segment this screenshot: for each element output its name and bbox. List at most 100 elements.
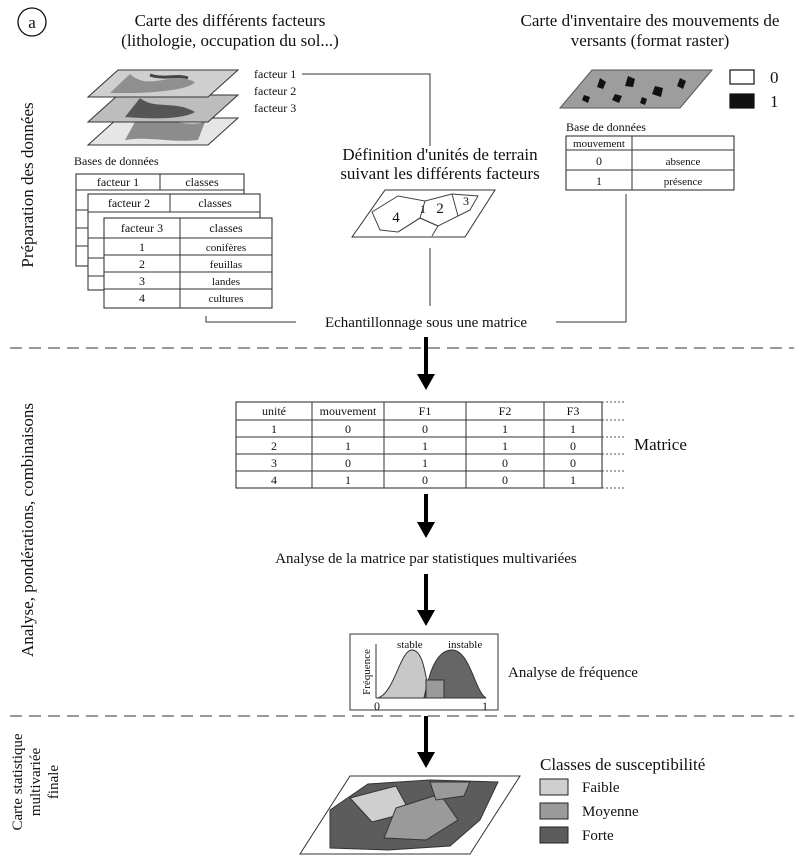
matrix-cell: 0 <box>570 456 576 470</box>
svg-text:0: 0 <box>596 154 602 168</box>
connector-inventory-to-sampling <box>556 194 627 323</box>
flow-arrow-4 <box>417 716 435 768</box>
matrix-header-cell: mouvement <box>320 404 377 418</box>
section-label-prep: Préparation des données <box>18 102 37 267</box>
inventory-table: mouvement 0 absence 1 présence <box>565 135 735 191</box>
frequency-chart: Fréquence stable instable 0 1 <box>349 633 499 713</box>
svg-text:facteur 2: facteur 2 <box>108 196 150 210</box>
inventory-title-2: versants (format raster) <box>571 31 730 50</box>
matrix-cell: 1 <box>345 473 351 487</box>
svg-text:2: 2 <box>436 201 444 217</box>
factor-labels: facteur 1 facteur 2 facteur 3 <box>254 67 296 115</box>
svg-text:classes: classes <box>209 221 243 235</box>
factor-table-3: facteur 3 classes 1 conifères 2 feuillas… <box>103 217 273 309</box>
matrix-cell: 1 <box>570 473 576 487</box>
table-row-id: 2 <box>139 257 145 271</box>
table-row-id: 1 <box>139 240 145 254</box>
factor-label-2: facteur 2 <box>254 84 296 98</box>
factor-label-1: facteur 1 <box>254 67 296 81</box>
table-row-id: 4 <box>139 291 145 305</box>
susceptibility-swatch-forte <box>539 826 569 844</box>
svg-text:mouvement: mouvement <box>573 138 625 150</box>
flow-arrow-3 <box>417 574 435 626</box>
frequency-ylabel: Fréquence <box>361 649 373 695</box>
matrix-header-cell: unité <box>262 404 286 418</box>
frequency-analysis-label: Analyse de fréquence <box>508 665 638 681</box>
section-label-final-3: finale <box>46 765 62 799</box>
susceptibility-label-faible: Faible <box>582 780 620 796</box>
section-label-analysis: Analyse, pondérations, combinaisons <box>18 403 37 657</box>
svg-text:4: 4 <box>392 210 400 226</box>
svg-text:1: 1 <box>596 174 602 188</box>
table-row-label: conifères <box>206 242 246 254</box>
factor-label-3: facteur 3 <box>254 101 296 115</box>
legend-swatch-0 <box>729 69 755 85</box>
matrix-cell: 4 <box>271 473 277 487</box>
factor-map-title-1: Carte des différents facteurs <box>135 11 326 30</box>
matrix-label: Matrice <box>634 435 687 454</box>
frequency-x1: 1 <box>482 699 488 713</box>
table-row-id: 3 <box>139 274 145 288</box>
matrix-cell: 1 <box>502 439 508 453</box>
matrix-cell: 1 <box>345 439 351 453</box>
svg-text:facteur 1: facteur 1 <box>97 175 139 189</box>
susceptibility-swatch-faible <box>539 778 569 796</box>
svg-text:classes: classes <box>185 175 219 189</box>
matrix-cell: 0 <box>502 456 508 470</box>
matrix-cell: 2 <box>271 439 277 453</box>
sampling-label: Echantillonnage sous une matrice <box>325 315 527 331</box>
inventory-raster-map <box>558 69 714 109</box>
legend-value-0: 0 <box>770 68 779 87</box>
connector-factors-to-terrain <box>302 73 431 146</box>
terrain-units-map: 4 1 2 3 <box>351 189 496 238</box>
matrix-cell: 0 <box>502 473 508 487</box>
terrain-title-2: suivant les différents facteurs <box>340 164 539 183</box>
table-stack-edges <box>76 209 104 277</box>
inventory-db-label: Base de données <box>566 120 646 134</box>
flow-arrow-1 <box>417 337 435 390</box>
matrix-header-cell: F2 <box>499 404 512 418</box>
svg-text:1: 1 <box>420 202 426 216</box>
susceptibility-swatch-moyenne <box>539 802 569 820</box>
matrix-cell: 1 <box>570 422 576 436</box>
susceptibility-map <box>299 775 521 855</box>
matrix-header-cell: F3 <box>567 404 580 418</box>
table-row-label: feuillas <box>210 259 242 271</box>
susceptibility-legend: Classes de susceptibilité Faible Moyenne… <box>539 755 705 844</box>
susceptibility-title: Classes de susceptibilité <box>540 755 705 774</box>
svg-text:3: 3 <box>463 194 469 208</box>
connector-tables-to-sampling <box>205 316 296 323</box>
inventory-legend: 0 1 <box>729 68 779 111</box>
frequency-unstable-label: instable <box>448 639 482 651</box>
svg-text:absence: absence <box>666 156 701 168</box>
matrix-cell: 0 <box>422 422 428 436</box>
multivariate-label: Analyse de la matrice par statistiques m… <box>275 551 577 567</box>
matrix-cell: 0 <box>345 456 351 470</box>
table-row-label: cultures <box>209 293 244 305</box>
matrix-cell: 3 <box>271 456 277 470</box>
legend-swatch-1 <box>729 93 755 109</box>
terrain-title-1: Définition d'unités de terrain <box>342 145 538 164</box>
panel-label-circle <box>17 7 47 37</box>
susceptibility-label-moyenne: Moyenne <box>582 804 639 820</box>
svg-text:présence: présence <box>664 176 703 188</box>
matrix-cell: 0 <box>345 422 351 436</box>
matrix-cell: 0 <box>570 439 576 453</box>
flow-arrow-2 <box>417 494 435 538</box>
frequency-stable-label: stable <box>397 639 423 651</box>
section-label-final-1: Carte statistique <box>10 733 26 830</box>
frequency-x0: 0 <box>374 699 380 713</box>
factor-layers-illustration <box>86 69 240 146</box>
factor-map-title-2: (lithologie, occupation du sol...) <box>121 31 339 50</box>
matrix-cell: 0 <box>422 473 428 487</box>
svg-text:classes: classes <box>198 196 232 210</box>
svg-text:facteur 3: facteur 3 <box>121 221 163 235</box>
databases-label: Bases de données <box>74 154 159 168</box>
matrix-cell: 1 <box>422 456 428 470</box>
matrix-cell: 1 <box>502 422 508 436</box>
table-row-label: landes <box>212 276 240 288</box>
inventory-title-1: Carte d'inventaire des mouvements de <box>521 11 780 30</box>
legend-value-1: 1 <box>770 92 779 111</box>
matrix-header-cell: F1 <box>419 404 432 418</box>
